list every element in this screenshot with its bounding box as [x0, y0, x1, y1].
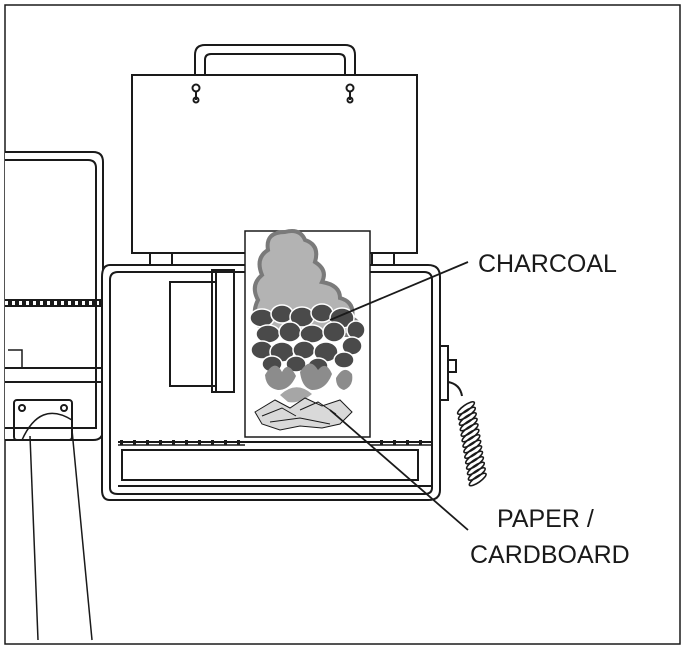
- spring-handle: [456, 400, 487, 487]
- flames: [265, 363, 353, 403]
- cooking-chamber: [5, 151, 104, 641]
- paper-label-line1: PAPER /: [497, 505, 594, 533]
- charcoal-label: CHARCOAL: [478, 250, 617, 278]
- firebox-lid: [131, 44, 418, 266]
- paper-label-line2: CARDBOARD: [470, 541, 630, 569]
- paper-cardboard: [254, 397, 353, 431]
- firebox-grate: [118, 440, 432, 446]
- paper-leader-line: [329, 409, 469, 531]
- charcoal-leader-line: [329, 261, 469, 321]
